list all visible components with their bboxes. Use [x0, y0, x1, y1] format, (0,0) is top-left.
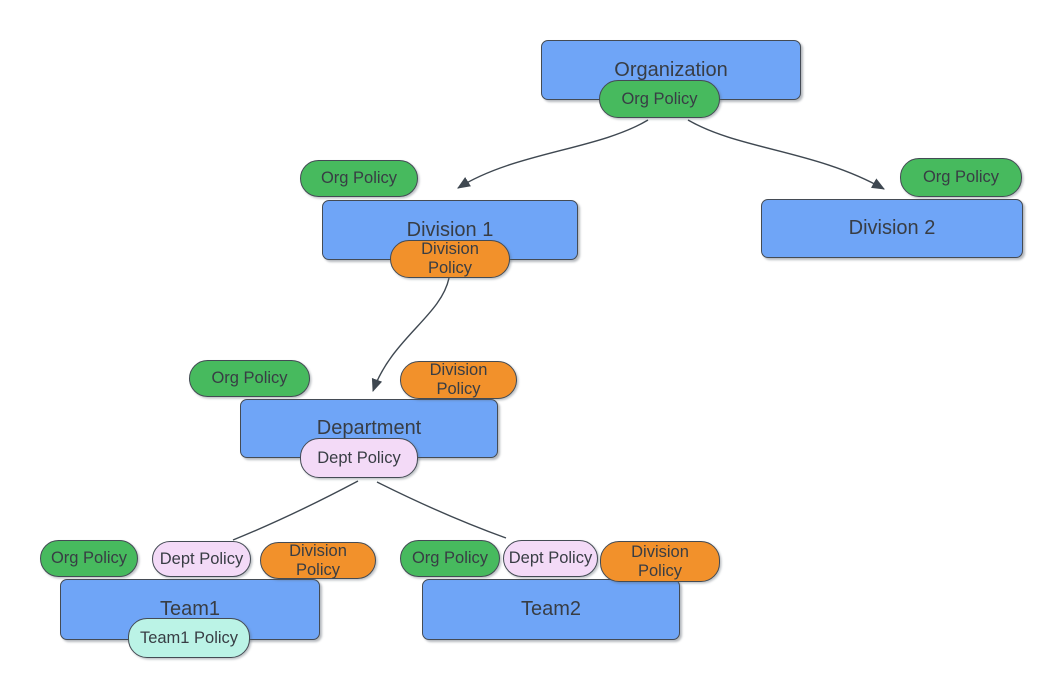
node-division-2-label: Division 2	[848, 217, 936, 239]
node-team2-label: Team2	[520, 598, 582, 620]
badge-division-1-org-policy: Org Policy	[300, 160, 418, 197]
edge-department-to-team2	[376, 481, 507, 539]
badge-team2-division-policy: Division Policy	[600, 541, 720, 582]
node-team2: Team2	[422, 579, 680, 640]
badge-team1-org-policy: Org Policy	[40, 540, 138, 577]
edge-department-to-team1	[232, 480, 359, 541]
badge-department-division-policy: Division Policy	[400, 361, 517, 399]
node-team1-label: Team1	[159, 598, 221, 620]
badge-department-dept-policy: Dept Policy	[300, 438, 418, 478]
badge-team2-org-policy: Org Policy	[400, 540, 500, 577]
badge-team1-division-policy: Division Policy	[260, 542, 376, 579]
node-division-1-label: Division 1	[406, 218, 494, 241]
badge-team1-dept-policy: Dept Policy	[152, 541, 251, 577]
badge-team2-dept-policy: Dept Policy	[503, 540, 598, 577]
edge-organization-to-division-1	[457, 119, 649, 189]
edge-division-1-to-department	[371, 277, 450, 393]
badge-division-1-division-policy: Division Policy	[390, 240, 510, 278]
node-organization-label: Organization	[614, 58, 728, 81]
badge-team1-team1-policy: Team1 Policy	[128, 618, 250, 658]
edge-organization-to-division-2	[687, 119, 885, 190]
badge-division-2-org-policy: Org Policy	[900, 158, 1022, 197]
badge-organization-org-policy: Org Policy	[599, 80, 720, 118]
node-division-2: Division 2	[761, 199, 1023, 258]
node-department-label: Department	[316, 417, 422, 439]
badge-department-org-policy: Org Policy	[189, 360, 310, 397]
